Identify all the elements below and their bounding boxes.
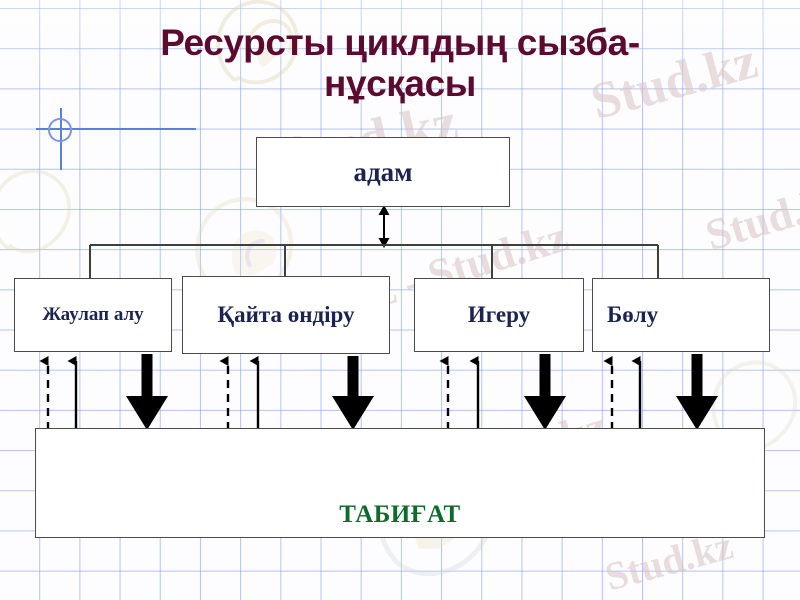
page-title-line-2: нұсқасы: [324, 63, 476, 105]
decorative-rule: [36, 128, 196, 130]
node-adam[interactable]: адам: [256, 137, 510, 207]
node-tabigat-label: ТАБИҒАТ: [339, 501, 461, 528]
node-zhaulap-alu-label: Жаулап алу: [42, 304, 144, 325]
node-kaita-ondiru-label: Қайта өндіру: [217, 302, 355, 327]
node-bolu[interactable]: Бөлу: [592, 278, 770, 352]
node-adam-label: адам: [353, 156, 413, 187]
node-kaita-ondiru[interactable]: Қайта өндіру: [182, 276, 390, 354]
page-title-line-1: Ресурсты циклдың сызба-: [160, 22, 640, 63]
node-igeru[interactable]: Игеру: [414, 278, 584, 352]
node-igeru-label: Игеру: [467, 302, 531, 327]
page-title: Ресурсты циклдың сызба- нұсқасы: [60, 22, 740, 105]
node-bolu-label: Бөлу: [607, 302, 659, 327]
decorative-circle-icon: [48, 118, 72, 142]
node-tabigat[interactable]: ТАБИҒАТ: [35, 428, 765, 538]
node-zhaulap-alu[interactable]: Жаулап алу: [14, 278, 172, 352]
